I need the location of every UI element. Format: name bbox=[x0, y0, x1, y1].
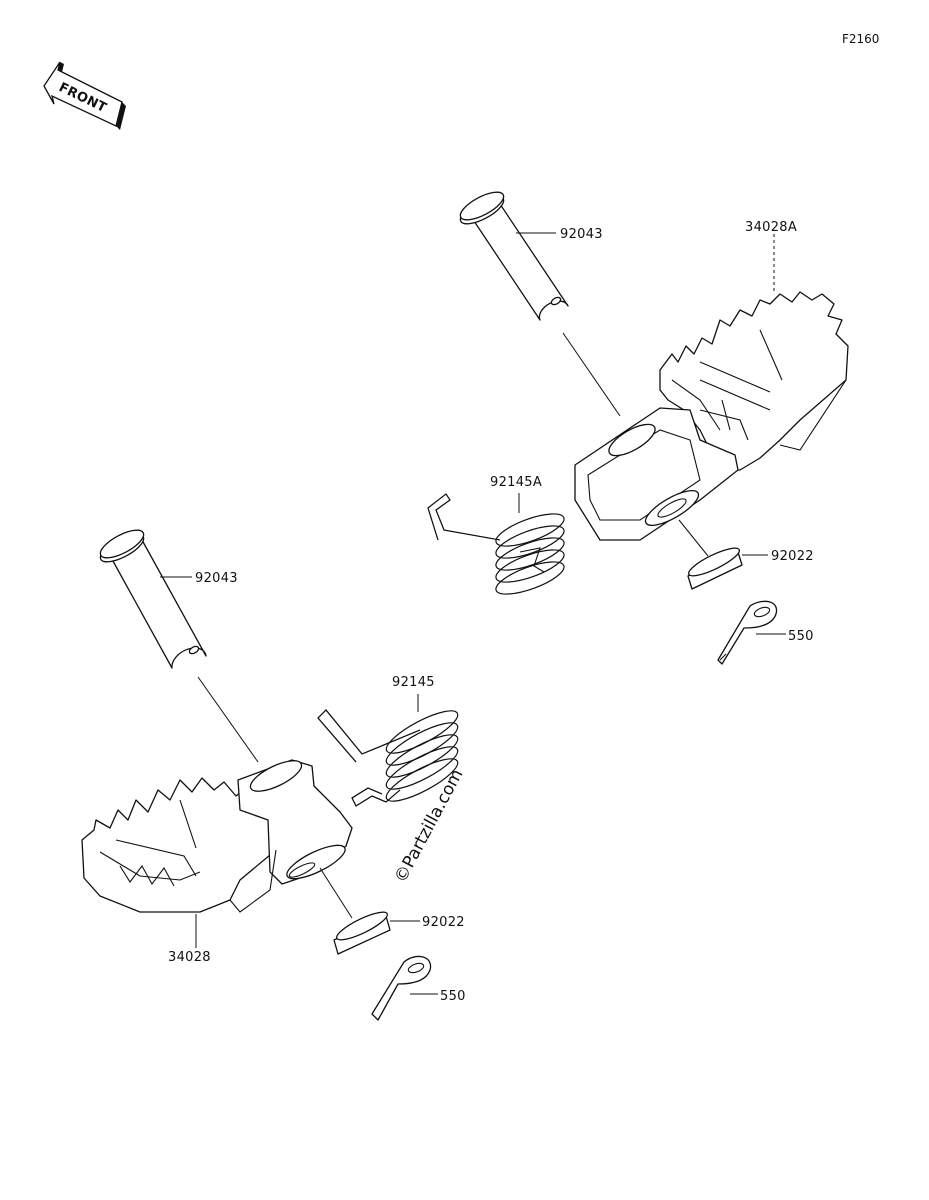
lower-footpeg bbox=[81, 759, 353, 913]
callout-upper-washer: 92022 bbox=[771, 549, 814, 564]
callout-upper-cotter: 550 bbox=[788, 629, 814, 644]
callout-upper-spring: 92145A bbox=[490, 475, 542, 490]
callout-lower-footpeg: 34028 bbox=[168, 950, 211, 965]
callout-lower-cotter: 550 bbox=[440, 989, 466, 1004]
upper-torsion-spring bbox=[427, 493, 565, 595]
upper-footpeg bbox=[574, 291, 849, 541]
lower-washer bbox=[333, 911, 391, 955]
lower-cotter-pin bbox=[371, 955, 432, 1021]
callout-upper-footpeg: 34028A bbox=[745, 220, 797, 235]
callout-lower-spring: 92145 bbox=[392, 675, 435, 690]
watermark: ©Partzilla.com bbox=[391, 766, 468, 886]
upper-washer bbox=[687, 547, 743, 590]
lower-torsion-spring bbox=[317, 709, 459, 807]
lower-clevis-pin bbox=[99, 529, 207, 669]
callout-lower-pin: 92043 bbox=[195, 571, 238, 586]
callout-lower-washer: 92022 bbox=[422, 915, 465, 930]
upper-cotter-pin bbox=[717, 600, 778, 665]
upper-clevis-pin bbox=[459, 191, 569, 321]
figure-id: F2160 bbox=[842, 32, 879, 46]
callout-upper-pin: 92043 bbox=[560, 227, 603, 242]
front-arrow-icon: FRONT bbox=[43, 61, 126, 130]
